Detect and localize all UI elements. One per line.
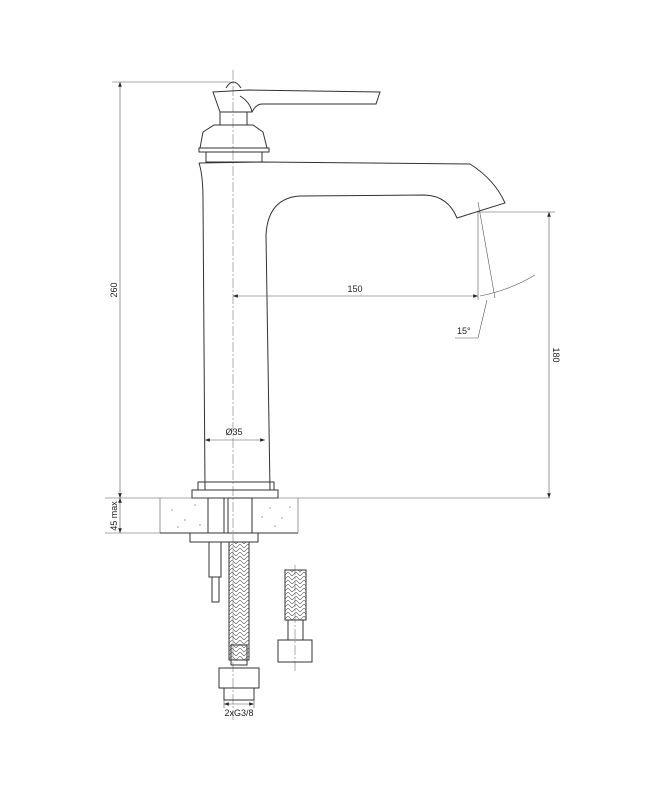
dim-connections: 2xG3/8 bbox=[224, 708, 253, 718]
dim-counter-thickness: 45 max bbox=[109, 501, 119, 531]
lever-handle bbox=[198, 81, 381, 163]
supply-hose-detail bbox=[277, 565, 313, 672]
dimension-lines bbox=[112, 81, 555, 708]
dim-spout-angle: 15° bbox=[457, 326, 471, 336]
dim-total-height: 260 bbox=[109, 282, 119, 297]
supply-hose bbox=[218, 541, 260, 701]
dim-spout-reach: 150 bbox=[347, 284, 362, 294]
countertop bbox=[105, 497, 550, 543]
mounting-stud bbox=[208, 541, 222, 603]
dim-spout-height: 180 bbox=[551, 347, 561, 362]
faucet-body bbox=[191, 161, 506, 499]
dim-body-diameter: Ø35 bbox=[225, 427, 242, 437]
